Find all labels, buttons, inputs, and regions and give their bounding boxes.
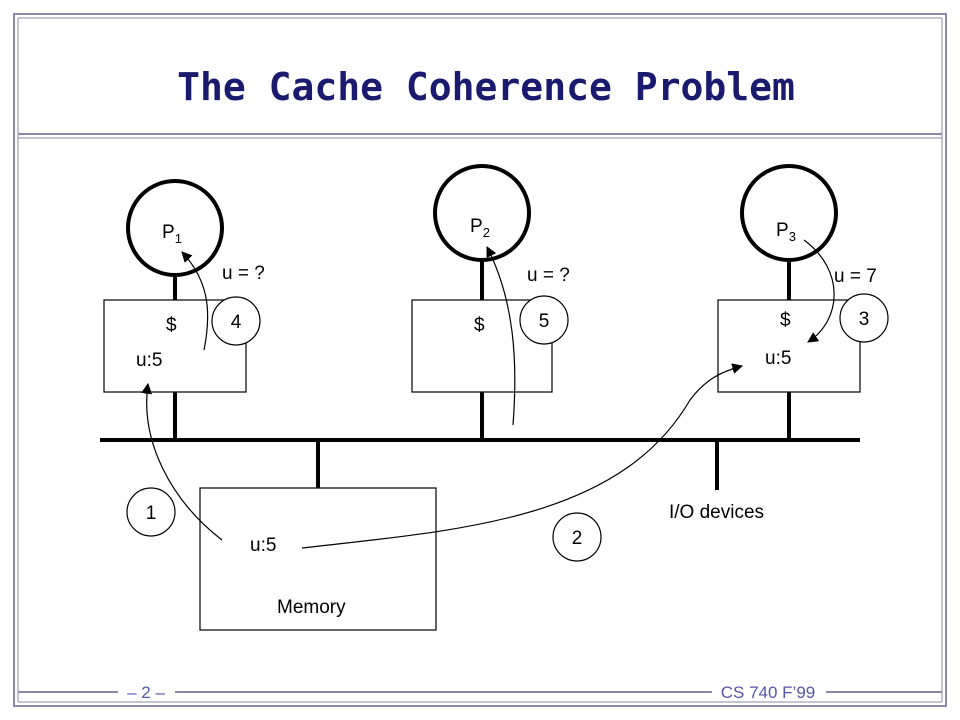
cache-p1-label: $: [166, 315, 177, 336]
processor-p2-circle: [433, 164, 531, 262]
memory-label: Memory: [277, 597, 346, 618]
arrow-step-4: [181, 251, 209, 351]
step-badge-3: [839, 293, 889, 343]
memory-block: u:5 Memory: [199, 487, 437, 631]
processor-p2: P2 $ u = ? 5: [411, 164, 570, 426]
cache-p3-label: $: [780, 310, 791, 331]
memory-box: [199, 487, 437, 631]
step-number-4: 4: [231, 312, 242, 333]
step-number-2: 2: [572, 528, 583, 549]
footer: – 2 – CS 740 F’99: [18, 683, 942, 702]
processor-p1: P1 $ u:5 u = ? 4: [103, 179, 265, 393]
io-devices-label: I/O devices: [669, 502, 764, 523]
processor-p3-label: P3: [776, 220, 796, 244]
cache-p1-value: u:5: [136, 350, 162, 371]
processor-p1-query: u = ?: [222, 263, 265, 284]
step-badge-2: [552, 512, 602, 562]
arrow-step-1: [141, 382, 223, 541]
processor-p1-circle: [126, 179, 224, 277]
cache-p3: [717, 299, 861, 393]
arrow-step-3: [803, 239, 835, 343]
step-number-3: 3: [859, 309, 870, 330]
step-number-5: 5: [539, 311, 550, 332]
arrow-step-5: [486, 246, 516, 426]
footer-page-number: – 2 –: [127, 683, 165, 702]
step-badge-4: [211, 296, 261, 346]
cache-p2-label: $: [474, 315, 485, 336]
processor-p3: P3 $ u:5 u = 7 3: [717, 164, 889, 393]
memory-value: u:5: [250, 535, 276, 556]
step-badge-5: [519, 295, 569, 345]
processor-p2-query: u = ?: [527, 265, 570, 286]
processor-p1-label: P1: [162, 222, 182, 246]
arrow-step-2: [301, 363, 744, 549]
step-number-1: 1: [146, 503, 157, 524]
processor-p2-label: P2: [470, 216, 490, 240]
cache-p3-value: u:5: [765, 348, 791, 369]
slide-frame: [13, 13, 947, 707]
footer-course: CS 740 F’99: [721, 683, 816, 702]
processor-p3-query: u = 7: [834, 266, 877, 287]
step-badge-1: [126, 487, 176, 537]
slide-title: The Cache Coherence Problem: [177, 65, 795, 109]
processor-p3-circle: [740, 164, 838, 262]
